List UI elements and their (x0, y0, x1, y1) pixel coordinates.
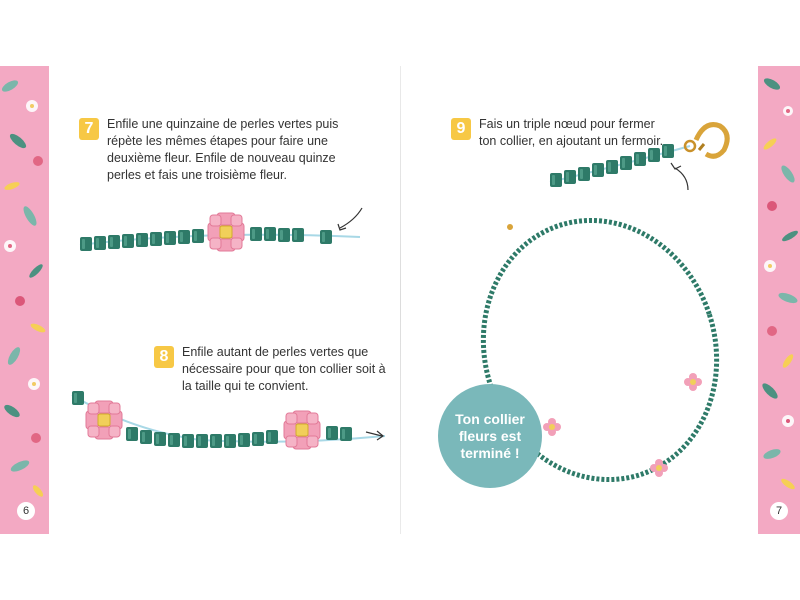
step9-clasp-illustration (549, 122, 730, 191)
floral-pattern-icon (762, 78, 798, 490)
floral-pattern-icon (1, 80, 46, 497)
step-8: 8 Enfile autant de perles vertes que néc… (154, 344, 394, 395)
left-floral-border: 6 (0, 66, 49, 534)
page-number-right: 7 (770, 502, 788, 520)
step-9: 9 Fais un triple nœud pour fermer ton co… (451, 116, 666, 150)
step-7-text: Enfile une quinzaine de perles vertes pu… (107, 117, 339, 182)
step-9-text: Fais un triple nœud pour fermer ton coll… (479, 117, 664, 148)
step-8-text: Enfile autant de perles vertes que néces… (182, 345, 386, 393)
completion-bubble: Ton collier fleurs est terminé ! (438, 384, 542, 488)
page-gutter (400, 66, 401, 534)
page-number-left: 6 (17, 502, 35, 520)
step7-bead-strand (79, 207, 363, 252)
step-7: 7 Enfile une quinzaine de perles vertes … (79, 116, 339, 184)
right-floral-border: 7 (758, 66, 800, 534)
completion-message: Ton collier fleurs est terminé ! (455, 410, 525, 461)
step-number-badge: 9 (451, 118, 471, 140)
step-number-badge: 8 (154, 346, 174, 368)
step-number-badge: 7 (79, 118, 99, 140)
step8-bead-strand (71, 391, 386, 450)
